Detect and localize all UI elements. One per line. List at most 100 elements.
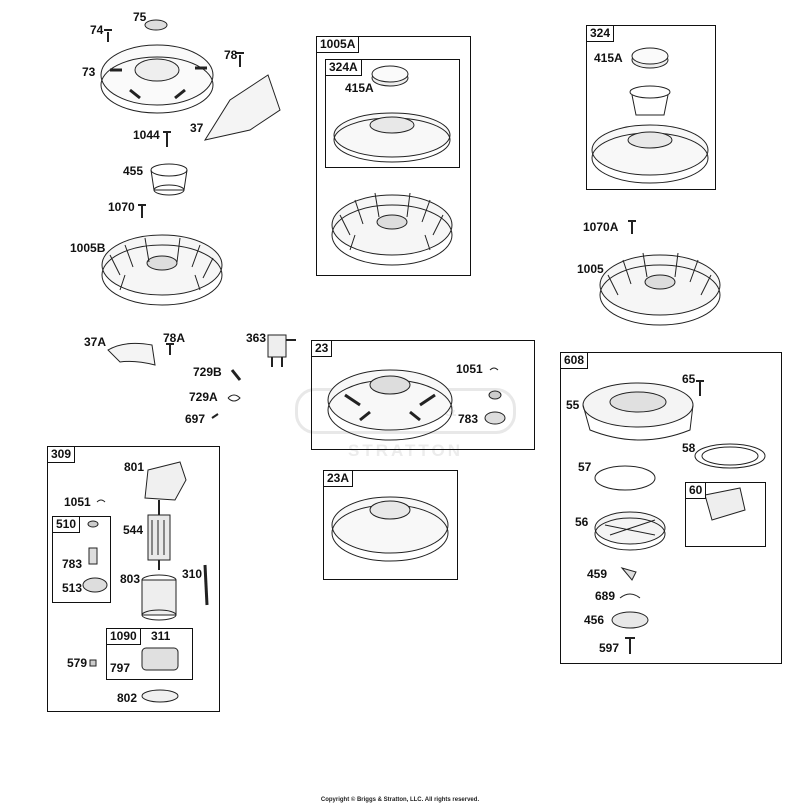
- box-324: 324: [586, 25, 716, 190]
- box-510: 510: [52, 516, 111, 603]
- part-415A-cap-a: [371, 65, 409, 87]
- part-60-handle: [704, 487, 746, 521]
- part-1005A-fan: [331, 192, 453, 266]
- callout-1044: 1044: [133, 128, 160, 142]
- part-78A-screw: [166, 343, 174, 355]
- part-78-screw: [236, 52, 244, 67]
- part-783-gear-a: [484, 390, 506, 425]
- part-1090-end-cap: [141, 647, 179, 671]
- box-23A: 23A: [323, 470, 458, 580]
- part-73-rotating-screen: [100, 44, 214, 114]
- callout-783-b: 783: [62, 557, 83, 571]
- box-608-tag: 608: [560, 352, 589, 369]
- part-597-screw: [625, 637, 635, 654]
- callout-1070: 1070: [108, 200, 135, 214]
- callout-1005B: 1005B: [70, 241, 106, 255]
- callout-363: 363: [246, 331, 267, 345]
- callout-78: 78: [224, 48, 238, 62]
- part-310-bolt: [203, 564, 209, 606]
- part-324-screen: [591, 124, 709, 184]
- copyright-notice: Copyright © Briggs & Stratton, LLC. All …: [320, 797, 480, 803]
- callout-311: 311: [151, 629, 171, 643]
- box-324-tag: 324: [586, 25, 615, 42]
- part-324-screen-cup: [629, 85, 671, 116]
- part-57-rope: [594, 465, 656, 491]
- callout-544: 544: [123, 523, 144, 537]
- part-689-spring: [619, 593, 641, 599]
- part-23A-rewind-cup: [331, 496, 449, 562]
- callout-1051-b: 1051: [64, 495, 91, 509]
- callout-57: 57: [578, 460, 592, 474]
- box-23: 23: [311, 340, 535, 450]
- part-801-bracket: [144, 461, 187, 501]
- callout-801: 801: [124, 460, 145, 474]
- callout-78A: 78A: [163, 331, 186, 345]
- callout-802: 802: [117, 691, 138, 705]
- part-324A-screen: [333, 112, 451, 163]
- part-510-drive: [82, 520, 108, 593]
- part-729A-clip: [227, 394, 241, 402]
- callout-1005: 1005: [577, 262, 604, 276]
- part-1005-fan: [599, 252, 721, 326]
- callout-56: 56: [575, 515, 589, 529]
- part-363-switch: [267, 334, 296, 367]
- box-1005A-tag: 1005A: [316, 36, 360, 53]
- box-510-tag: 510: [52, 516, 81, 533]
- callout-55: 55: [566, 398, 580, 412]
- callout-729B: 729B: [193, 365, 222, 379]
- box-60: 60: [685, 482, 766, 547]
- part-1051-b: [96, 499, 106, 503]
- callout-783-a: 783: [458, 412, 479, 426]
- box-309: 309: [47, 446, 220, 712]
- part-74-screw: [104, 29, 112, 42]
- part-803-housing: [141, 574, 177, 621]
- callout-579: 579: [67, 656, 88, 670]
- box-324A: 324A: [325, 59, 460, 168]
- part-1044-screw: [163, 131, 171, 147]
- part-37-guard: [203, 74, 281, 141]
- part-455-cup: [150, 163, 188, 196]
- part-65-screw: [696, 380, 704, 396]
- part-729B-terminal: [230, 369, 242, 381]
- callout-803: 803: [120, 572, 141, 586]
- box-60-tag: 60: [685, 482, 707, 499]
- callout-65: 65: [682, 372, 696, 386]
- callout-75: 75: [133, 10, 147, 24]
- callout-729A: 729A: [189, 390, 218, 404]
- box-1005A: 1005A: [316, 36, 471, 276]
- callout-513: 513: [62, 581, 83, 595]
- part-55-housing: [582, 382, 694, 441]
- part-1070A-screw: [628, 220, 636, 234]
- part-459-pawl: [620, 567, 637, 581]
- box-23A-tag: 23A: [323, 470, 354, 487]
- part-697-screw: [211, 413, 219, 419]
- callout-310: 310: [182, 567, 203, 581]
- callout-456: 456: [584, 613, 605, 627]
- box-23-tag: 23: [311, 340, 333, 357]
- part-56-pulley: [594, 511, 666, 551]
- box-608: 608: [560, 352, 782, 664]
- part-802-plate: [141, 689, 179, 703]
- callout-597: 597: [599, 641, 620, 655]
- callout-37A: 37A: [84, 335, 107, 349]
- part-415A-cap-b: [631, 47, 669, 69]
- part-1070-screw: [138, 204, 146, 218]
- callout-459: 459: [587, 567, 608, 581]
- callout-797: 797: [110, 661, 131, 675]
- box-1090-tag: 1090: [106, 628, 141, 645]
- part-37A-bracket: [107, 342, 156, 366]
- part-23-rewind-cup: [327, 369, 453, 441]
- callout-455: 455: [123, 164, 144, 178]
- part-544-armature: [147, 500, 171, 570]
- part-58-spring: [694, 443, 766, 469]
- callout-58: 58: [682, 441, 696, 455]
- callout-1070A: 1070A: [583, 220, 619, 234]
- part-456-retainer: [611, 611, 649, 629]
- callout-1051-a: 1051: [456, 362, 483, 376]
- part-75-washer: [144, 19, 168, 31]
- part-579-nut: [89, 659, 97, 667]
- callout-415A-b: 415A: [594, 51, 623, 65]
- box-1090: 1090: [106, 628, 193, 680]
- part-1005B-fan: [101, 234, 223, 306]
